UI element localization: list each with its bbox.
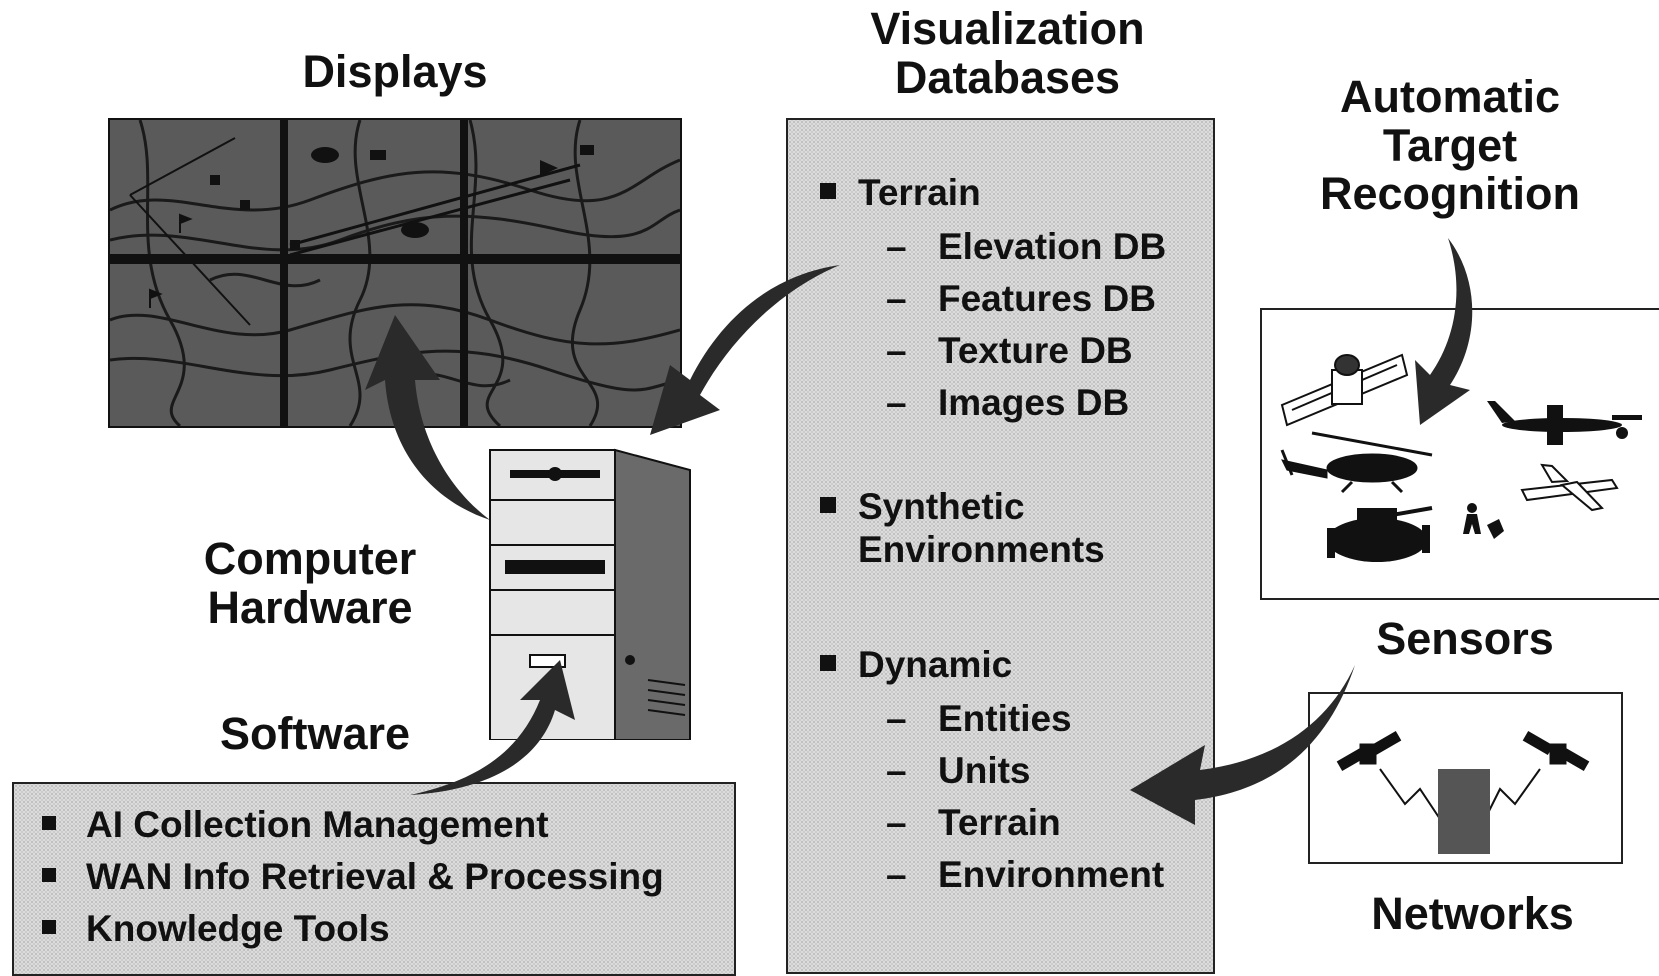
satellite-icon	[1280, 353, 1409, 427]
synthetic-environments-bullet: Synthetic Environments	[820, 486, 1105, 571]
networks-label: Networks	[1371, 888, 1574, 939]
wan-info-item: WAN Info Retrieval & Processing	[86, 856, 664, 897]
terrain-dynamic-item: Terrain	[938, 802, 1061, 843]
computer-line1: Computer	[203, 533, 417, 584]
bullet-square-icon	[42, 816, 56, 831]
drone-icon	[1520, 463, 1619, 512]
visualization-databases-panel: Terrain –Elevation DB –Features DB –Text…	[786, 118, 1215, 974]
list-item: –Units	[886, 750, 1031, 791]
computer-tower-icon	[489, 448, 691, 740]
synthetic-line2: Environments	[858, 528, 1105, 570]
map-display-graphic	[110, 120, 680, 426]
ground-station-icon	[1438, 769, 1490, 854]
computer-line2: Hardware	[207, 581, 413, 633]
knowledge-tools-item: Knowledge Tools	[86, 908, 390, 949]
bullet-square-icon	[42, 868, 56, 883]
list-item: –Terrain	[886, 802, 1061, 843]
bullet-square-icon	[820, 497, 836, 514]
software-label: Software	[219, 708, 411, 759]
list-item: AI Collection Management	[42, 804, 549, 846]
terrain-label: Terrain	[858, 172, 981, 213]
map-display-icon	[108, 118, 682, 428]
networks-panel	[1308, 692, 1623, 864]
list-item: –Texture DB	[886, 330, 1133, 371]
list-item: –Features DB	[886, 278, 1156, 319]
target-recognition-panel	[1260, 308, 1659, 600]
visualization-databases-title: Visualization Databases	[820, 3, 1195, 103]
atr-line2: Target	[1382, 119, 1518, 171]
satellite-icon	[1336, 730, 1402, 772]
images-db-item: Images DB	[938, 382, 1130, 423]
automatic-target-recognition-label: Automatic Target Recognition	[1290, 71, 1610, 220]
features-db-item: Features DB	[938, 278, 1156, 319]
atr-line1: Automatic	[1339, 71, 1560, 122]
viz-title-line1: Visualization	[870, 3, 1145, 54]
units-item: Units	[938, 750, 1031, 791]
bullet-square-icon	[820, 183, 836, 200]
displays-label: Displays	[302, 46, 488, 97]
soldier-icon	[1463, 503, 1504, 539]
list-item: –Images DB	[886, 382, 1130, 423]
ai-collection-item: AI Collection Management	[86, 804, 549, 845]
software-panel: AI Collection Management WAN Info Retrie…	[12, 782, 736, 976]
atr-graphic	[1280, 353, 1642, 562]
list-item: –Entities	[886, 698, 1072, 739]
entities-item: Entities	[938, 698, 1072, 739]
bullet-square-icon	[820, 655, 836, 672]
texture-db-item: Texture DB	[938, 330, 1133, 371]
atr-line3: Recognition	[1320, 168, 1580, 220]
aircraft-icon	[1487, 401, 1642, 445]
list-item: Knowledge Tools	[42, 908, 390, 950]
list-item: –Elevation DB	[886, 226, 1167, 267]
environment-item: Environment	[938, 854, 1165, 895]
dynamic-label: Dynamic	[858, 644, 1013, 685]
network-graphic	[1336, 730, 1590, 854]
satellite-icon	[1522, 730, 1590, 772]
viz-title-line2: Databases	[894, 51, 1121, 103]
helicopter-icon	[1280, 431, 1433, 494]
tank-icon	[1327, 506, 1433, 562]
list-item: WAN Info Retrieval & Processing	[42, 856, 664, 898]
computer-hardware-label: Computer Hardware	[185, 533, 435, 633]
synthetic-line1: Synthetic	[858, 486, 1025, 527]
elevation-db-item: Elevation DB	[938, 226, 1167, 267]
dynamic-bullet: Dynamic	[820, 644, 1012, 687]
terrain-bullet: Terrain	[820, 172, 981, 215]
bullet-square-icon	[42, 920, 56, 935]
list-item: –Environment	[886, 854, 1165, 895]
sensors-label: Sensors	[1376, 613, 1554, 664]
